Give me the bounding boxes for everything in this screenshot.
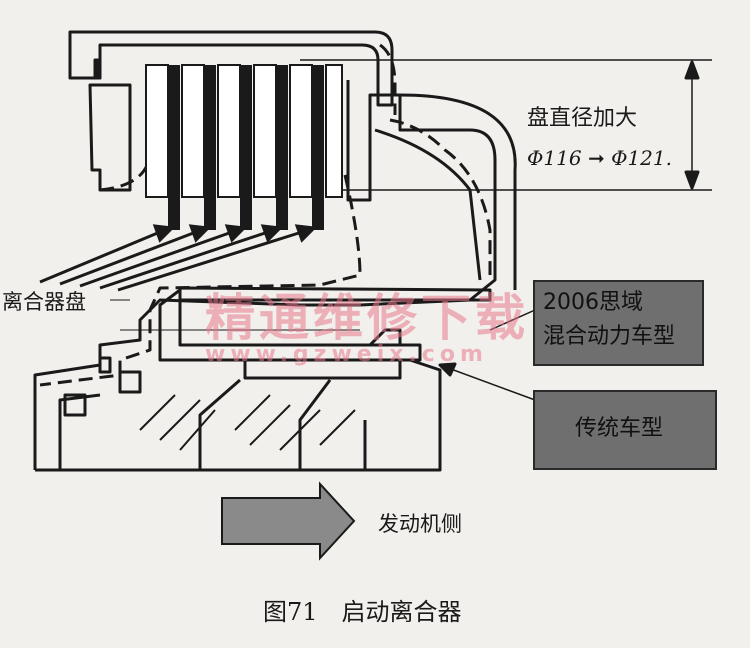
hybrid-callout: 2006思域 混合动力车型	[533, 280, 704, 366]
watermark-name: 精通维修下载	[205, 289, 529, 347]
figure-caption: 图71 启动离合器	[263, 598, 462, 626]
clutch-discs-label: 离合器盘	[2, 290, 86, 314]
hybrid-callout-line2: 混合动力车型	[543, 324, 676, 349]
disc-arrows	[39, 224, 318, 292]
watermark-url: www.gzweix.com	[205, 342, 488, 367]
leader-conventional	[439, 364, 536, 401]
diameter-from: Φ116	[527, 146, 582, 170]
conventional-callout: 传统车型	[533, 390, 717, 470]
right-arrow-icon: ➞	[587, 146, 605, 170]
engine-side-label: 发动机侧	[378, 512, 462, 536]
clutch-plates	[145, 64, 343, 230]
diameter-title: 盘直径加大	[527, 106, 638, 131]
engine-side-arrow	[221, 481, 356, 561]
leader-hybrid	[489, 309, 536, 331]
conventional-callout-label: 传统车型	[575, 416, 664, 441]
diameter-to: Φ121.	[611, 146, 672, 170]
hybrid-callout-line1: 2006思域	[543, 290, 643, 315]
diameter-change: Φ116 ➞ Φ121.	[527, 146, 672, 170]
